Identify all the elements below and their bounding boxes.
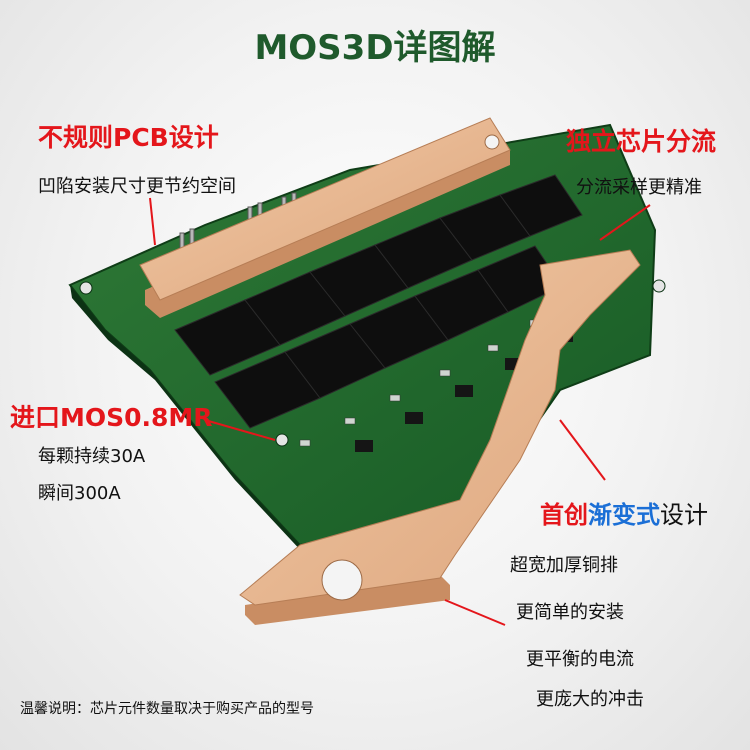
copper-bar-big — [239, 249, 641, 606]
feature-item: 超宽加厚铜排 — [510, 555, 618, 576]
callout-irregular-pcb-sub: 凹陷安装尺寸更节约空间 — [38, 176, 236, 197]
gradient-design-part-1: 首创 — [540, 501, 588, 529]
callout-independent-chip-sub: 分流采样更精准 — [576, 177, 702, 198]
copper-bar-big-side — [245, 575, 450, 625]
callout-imported-mos-line-1: 每颗持续30A — [38, 446, 146, 467]
gradient-design-part-3: 设计 — [660, 501, 708, 529]
gradient-design-part-2: 渐变式 — [588, 501, 660, 529]
callout-gradient-design: 首创渐变式设计 — [540, 495, 708, 530]
feature-item: 更简单的安装 — [516, 602, 624, 623]
board-hole — [652, 279, 666, 293]
footnote: 温馨说明：芯片元件数量取决于购买产品的型号 — [20, 701, 314, 717]
mosfet-row-bottom — [214, 245, 563, 429]
feature-item: 更平衡的电流 — [526, 649, 634, 670]
callout-imported-mos-line-2: 瞬间300A — [38, 483, 121, 504]
callout-irregular-pcb-heading: 不规则PCB设计 — [38, 123, 219, 152]
board-hole — [275, 433, 289, 447]
feature-item: 更庞大的冲击 — [536, 689, 644, 710]
page-title: MOS3D详图解 — [254, 28, 496, 68]
mosfet-row-top — [174, 174, 583, 376]
copper-bar-top-hole — [484, 134, 500, 150]
pcb-board-edge — [70, 285, 305, 555]
copper-bar-big-hole — [321, 559, 363, 601]
callout-independent-chip-heading: 独立芯片分流 — [566, 127, 717, 156]
callout-lines — [149, 197, 651, 626]
board-hole — [79, 281, 93, 295]
callout-imported-mos-heading: 进口MOS0.8MR — [10, 403, 213, 432]
copper-bar-top — [139, 117, 511, 301]
